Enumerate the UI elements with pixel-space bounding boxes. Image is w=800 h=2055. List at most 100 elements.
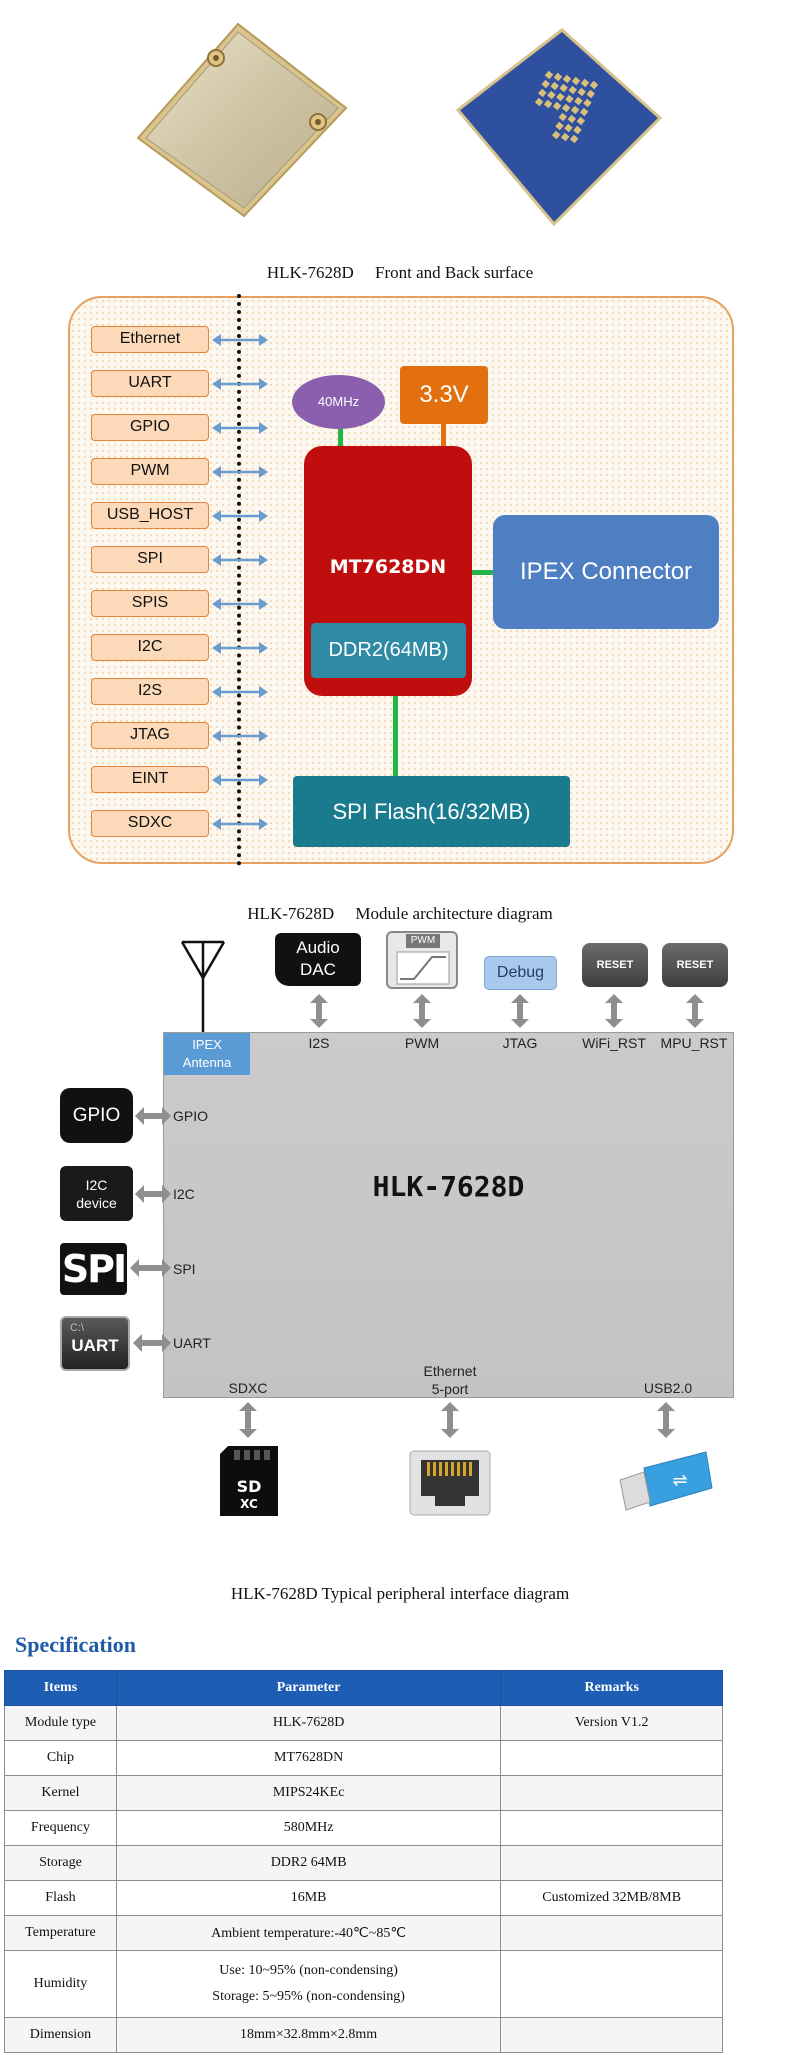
wifi-reset-button: RESET <box>582 943 648 987</box>
audio-dac-icon: Audio DAC <box>275 933 361 986</box>
svg-text:SD: SD <box>237 1477 262 1496</box>
label-jtag: JTAG <box>502 1035 538 1051</box>
double-arrow-icon <box>212 730 268 742</box>
ipex-connector-line <box>472 570 494 575</box>
ddr-block: DDR2(64MB) <box>311 623 466 678</box>
gpio-icon: GPIO <box>60 1088 133 1143</box>
iface-jtag: JTAG <box>91 722 209 749</box>
usb-drive-icon: ⇌ <box>619 1451 713 1511</box>
label-gpio: GPIO <box>173 1108 209 1124</box>
vertical-arrow-icon <box>239 1402 257 1438</box>
pwm-icon: PWM <box>386 931 458 989</box>
double-arrow-icon <box>212 422 268 434</box>
module-board <box>163 1032 734 1398</box>
double-arrow-icon <box>212 598 268 610</box>
cell-item: Kernel <box>4 1775 117 1811</box>
double-arrow-icon <box>212 378 268 390</box>
ipex-antenna-label: IPEX Antenna <box>164 1033 250 1075</box>
table-row: Chip MT7628DN <box>4 1740 723 1776</box>
label-ethernet-line1: Ethernet <box>423 1363 477 1379</box>
table-header-row: Items Parameter Remarks <box>4 1670 723 1706</box>
table-row: Frequency 580MHz <box>4 1810 723 1846</box>
cell-item: Flash <box>4 1880 117 1916</box>
antenna-icon <box>180 940 226 1032</box>
iface-i2s: I2S <box>91 678 209 705</box>
double-arrow-icon <box>212 554 268 566</box>
vertical-arrow-icon <box>686 994 704 1028</box>
label-mpu-rst: MPU_RST <box>660 1035 728 1051</box>
ipex-antenna-line1: IPEX <box>192 1037 222 1052</box>
label-sdxc: SDXC <box>228 1380 268 1396</box>
iface-sdxc: SDXC <box>91 810 209 837</box>
cell-param: 18mm×32.8mm×2.8mm <box>115 2017 502 2053</box>
cell-param: Ambient temperature:-40℃~85℃ <box>115 1915 502 1951</box>
i2c-icon-line1: I2C <box>85 1177 108 1193</box>
horizontal-arrow-icon <box>130 1259 171 1277</box>
label-ethernet: Ethernet 5-port <box>400 1362 500 1398</box>
cell-param: 16MB <box>115 1880 502 1916</box>
module-front-photo <box>136 22 348 218</box>
double-arrow-icon <box>212 510 268 522</box>
iface-ethernet: Ethernet <box>91 326 209 353</box>
cell-param: Use: 10~95% (non-condensing) Storage: 5~… <box>115 1950 502 2018</box>
specification-heading: Specification <box>15 1632 136 1657</box>
uart-icon-label: UART <box>71 1336 119 1355</box>
cell-remark <box>500 1775 723 1811</box>
iface-gpio: GPIO <box>91 414 209 441</box>
ipex-antenna-line2: Antenna <box>182 1055 232 1070</box>
svg-text:⇌: ⇌ <box>672 1470 687 1491</box>
i2c-device-icon: I2C device <box>60 1166 133 1221</box>
label-spi: SPI <box>173 1261 196 1277</box>
cell-remark <box>500 1810 723 1846</box>
cell-param-line1: Use: 10~95% (non-condensing) <box>219 1963 398 1978</box>
mpu-reset-button: RESET <box>662 943 728 987</box>
spi-icon: SPI <box>60 1243 127 1295</box>
vertical-arrow-icon <box>310 994 328 1028</box>
label-pwm: PWM <box>404 1035 440 1051</box>
iface-spi: SPI <box>91 546 209 573</box>
cell-remark <box>500 1740 723 1776</box>
table-row: Kernel MIPS24KEc <box>4 1775 723 1811</box>
module-back-photo <box>455 28 663 227</box>
cell-param-line2: Storage: 5~95% (non-condensing) <box>212 1989 405 2004</box>
label-wifi-rst: WiFi_RST <box>582 1035 646 1051</box>
horizontal-arrow-icon <box>135 1107 171 1125</box>
ipex-connector-block: IPEX Connector <box>493 515 719 629</box>
cell-remark <box>500 1950 723 2018</box>
vertical-arrow-icon <box>605 994 623 1028</box>
cell-item: Humidity <box>4 1950 117 2018</box>
cell-param: DDR2 64MB <box>115 1845 502 1881</box>
horizontal-arrow-icon <box>135 1185 171 1203</box>
vertical-arrow-icon <box>511 994 529 1028</box>
interface-divider <box>237 294 241 866</box>
double-arrow-icon <box>212 774 268 786</box>
svg-text:XC: XC <box>240 1497 258 1511</box>
cell-remark <box>500 2017 723 2053</box>
header-remarks: Remarks <box>500 1670 723 1706</box>
oscillator-40mhz: 40MHz <box>292 375 385 429</box>
table-row: Dimension 18mm×32.8mm×2.8mm <box>4 2017 723 2053</box>
architecture-caption: HLK-7628D Module architecture diagram <box>247 904 553 923</box>
cell-item: Chip <box>4 1740 117 1776</box>
cell-remark <box>500 1915 723 1951</box>
header-parameter: Parameter <box>115 1670 502 1706</box>
label-i2c: I2C <box>173 1186 195 1202</box>
power-connector <box>441 424 446 447</box>
cell-remark: Customized 32MB/8MB <box>500 1880 723 1916</box>
cell-param: MIPS24KEc <box>115 1775 502 1811</box>
peripheral-caption: HLK-7628D Typical peripheral interface d… <box>230 1584 570 1603</box>
double-arrow-icon <box>212 466 268 478</box>
uart-icon: C:\ UART <box>60 1316 130 1371</box>
cell-item: Storage <box>4 1845 117 1881</box>
table-row: Storage DDR2 64MB <box>4 1845 723 1881</box>
double-arrow-icon <box>212 686 268 698</box>
specification-table: Items Parameter Remarks Module type HLK-… <box>4 1670 723 2053</box>
cell-param: MT7628DN <box>115 1740 502 1776</box>
spi-flash-block: SPI Flash(16/32MB) <box>293 776 570 847</box>
vertical-arrow-icon <box>657 1402 675 1438</box>
cell-item: Frequency <box>4 1810 117 1846</box>
cell-item: Dimension <box>4 2017 117 2053</box>
cell-remark: Version V1.2 <box>500 1705 723 1741</box>
table-row: Temperature Ambient temperature:-40℃~85℃ <box>4 1915 723 1951</box>
i2c-icon-line2: device <box>76 1195 117 1211</box>
